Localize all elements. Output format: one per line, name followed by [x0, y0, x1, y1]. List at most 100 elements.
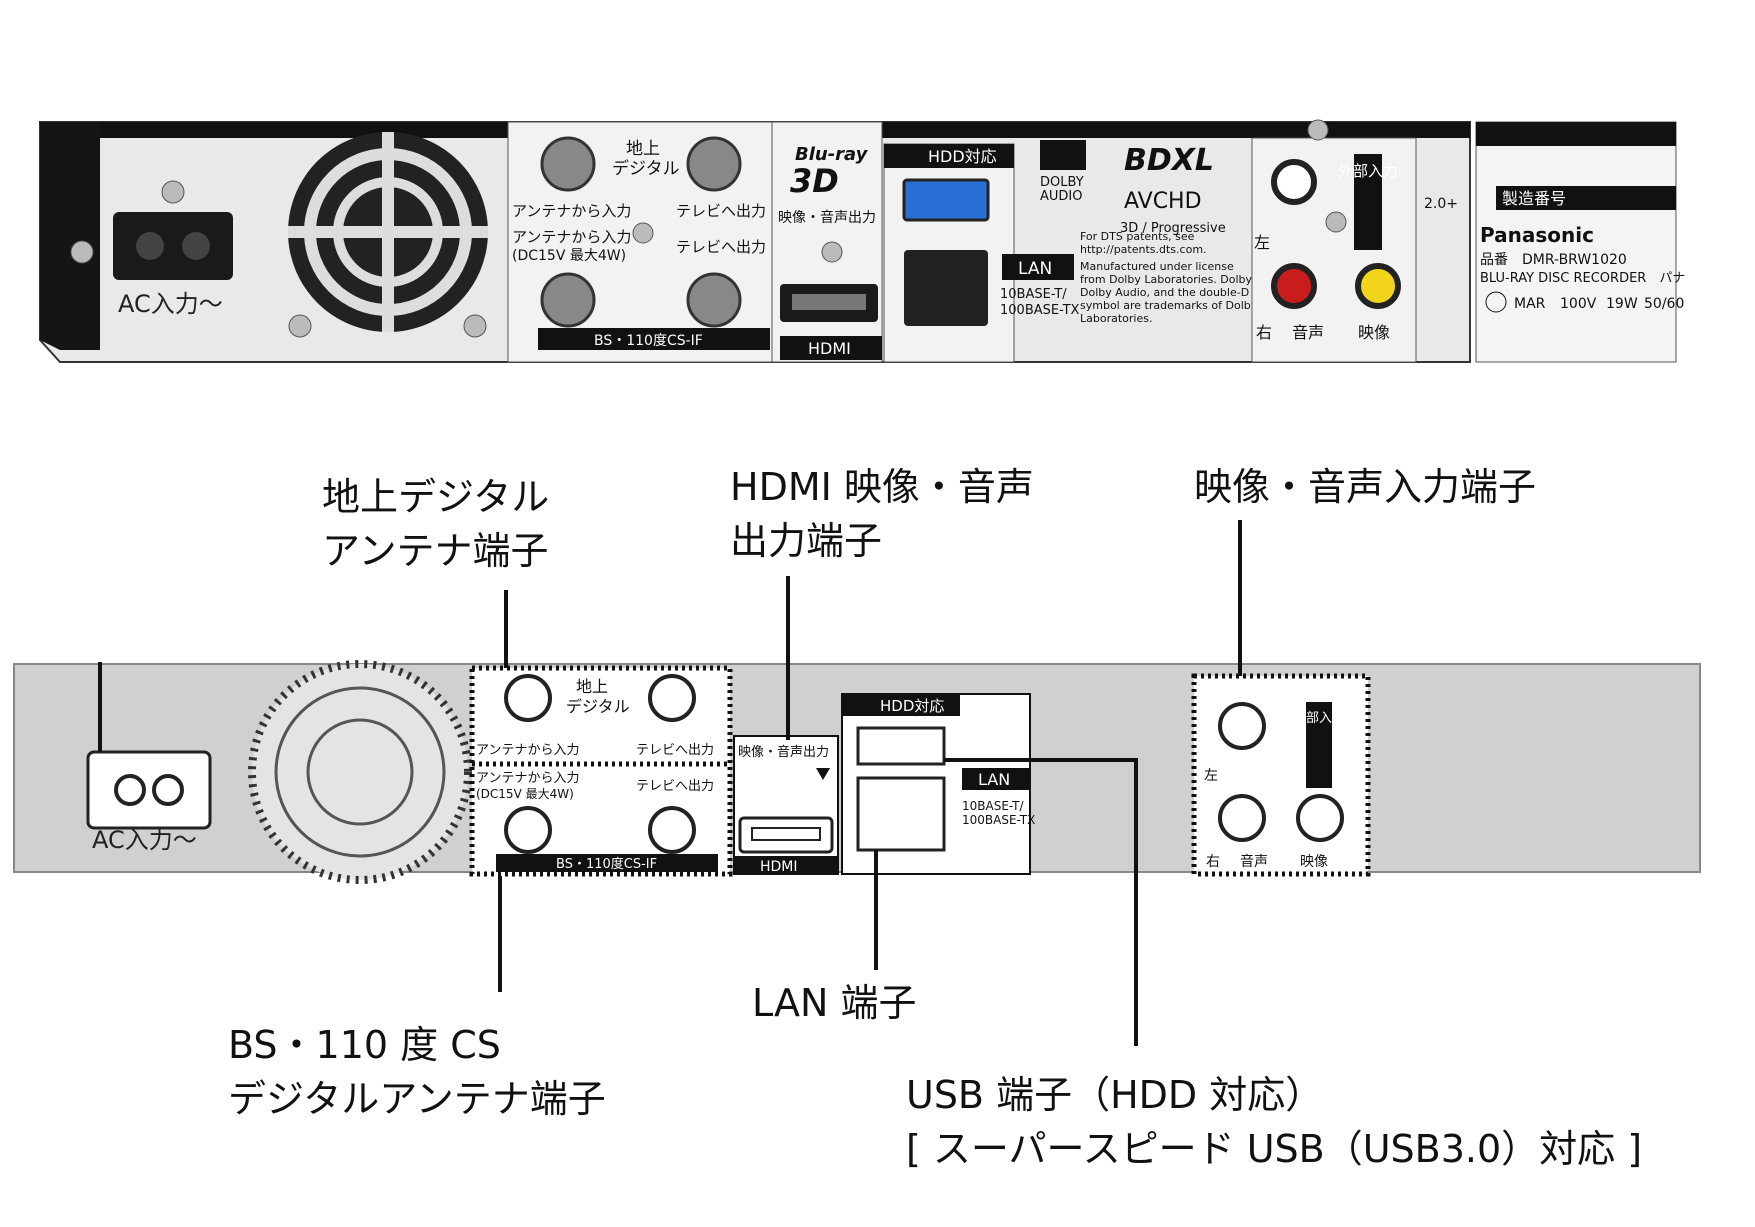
right-label: 右 [1256, 323, 1272, 342]
model-number: 品番 DMR-BRW1020 [1480, 252, 1627, 268]
bs-in-port [540, 272, 596, 328]
lan-spec-2: 100BASE-TX [1000, 303, 1080, 318]
bs-label: BS・110度CS-IF [594, 333, 703, 349]
terrestrial-in-port [540, 136, 596, 192]
rating-label [1475, 121, 1677, 363]
pse-mark-icon [1485, 291, 1507, 313]
callout-hdmi: HDMI 映像・音声 出力端子 [730, 460, 1034, 568]
rear-panel-diagram: AC入力〜 地上 デジタル アンテナから入力 テレビへ出力 アンテナから入力 (… [13, 660, 1701, 884]
diagram-terrestrial-label-2: デジタル [566, 697, 630, 716]
diagram-ac-inlet [86, 750, 212, 830]
diagram-hdd-label: HDD対応 [880, 697, 944, 715]
diagram-left-label: 左 [1204, 768, 1218, 784]
dts-note: For DTS patents, see [1080, 230, 1195, 243]
diagram-terrestrial-label: 地上 [576, 677, 608, 696]
diagram-bs-in [504, 806, 552, 854]
rear-panel-photo: AC入力〜 地上 デジタル アンテナから入力 テレビへ出力 アンテナから入力 (… [39, 119, 1685, 363]
fan-grille [288, 132, 488, 332]
diagram-audio-left-jack [1218, 702, 1266, 750]
arrow-down-icon [816, 768, 830, 780]
bs-antenna-in-label: アンテナから入力 [512, 228, 631, 246]
rating-voltage: 100V [1560, 296, 1597, 312]
screw-icon [632, 222, 654, 244]
av-out-label: 映像・音声出力 [778, 209, 876, 226]
screw-icon [288, 314, 312, 338]
diagram-lan-spec-1: 10BASE-T/ [962, 799, 1024, 813]
audio-label: 音声 [1292, 323, 1324, 342]
audio-left-jack [1271, 159, 1317, 205]
diagram-video-label: 映像 [1300, 854, 1328, 870]
dts-note: from Dolby Laboratories. Dolby, [1080, 273, 1256, 286]
terrestrial-label: 地上 [626, 139, 660, 159]
diagram-hdmi-label: HDMI [760, 859, 798, 875]
dts-note: Dolby Audio, and the double-D [1080, 286, 1249, 299]
dolby-audio-text: AUDIO [1040, 189, 1083, 204]
screw-icon [821, 241, 843, 263]
screw-icon [1307, 119, 1329, 141]
diagram-bs-power: (DC15V 最大4W) [476, 787, 574, 801]
hdd-label: HDD対応 [928, 147, 997, 166]
terrestrial-out-port [686, 136, 742, 192]
diagram-bs-label: BS・110度CS-IF [556, 856, 657, 872]
bs-out-port [686, 272, 742, 328]
dts-note: http://patents.dts.com. [1080, 243, 1207, 256]
diagram-bs-tv-out: テレビへ出力 [636, 779, 714, 794]
diagram-ac-label: AC入力〜 [92, 826, 197, 854]
callout-terrestrial-line1: 地上デジタル [322, 475, 550, 519]
audio-right-jack [1271, 263, 1317, 309]
dolby-text: DOLBY [1040, 175, 1084, 190]
diagram-right-label: 右 [1206, 854, 1220, 870]
video-jack [1355, 263, 1401, 309]
ac-inlet [113, 212, 233, 280]
callout-av-in: 映像・音声入力端子 [1194, 460, 1536, 514]
bluray-3d-logo: 3D [790, 162, 839, 200]
screw-icon [161, 180, 185, 204]
dts-note: Laboratories. [1080, 312, 1152, 325]
callout-bs: BS・110 度 CS デジタルアンテナ端子 [228, 1018, 606, 1126]
callout-hdmi-line2: 出力端子 [730, 519, 883, 563]
callout-av-in-line1: 映像・音声入力端子 [1194, 465, 1537, 509]
avchd-logo: AVCHD [1124, 189, 1202, 214]
diagram-ext-in: 外部入力 [1293, 711, 1345, 726]
callout-hdmi-line1: HDMI 映像・音声 [730, 465, 1034, 509]
dts-note: symbol are trademarks of Dolby [1080, 299, 1258, 312]
bs-power-label: (DC15V 最大4W) [512, 248, 626, 264]
dts-note: Manufactured under license [1080, 260, 1234, 273]
antenna-in-label: アンテナから入力 [512, 202, 631, 220]
callout-lan: LAN 端子 [752, 976, 917, 1030]
diagram-lan-label: LAN [978, 770, 1010, 789]
video-label: 映像 [1358, 323, 1390, 342]
callout-terrestrial: 地上デジタル アンテナ端子 [322, 470, 549, 578]
hdmi-label: HDMI [808, 339, 851, 358]
lan-label: LAN [1018, 259, 1052, 279]
diagram-bs-antenna-in: アンテナから入力 [476, 771, 579, 786]
rating-freq: 50/60 [1644, 296, 1684, 312]
callout-usb: USB 端子（HDD 対応） [ スーパースピード USB（USB3.0）対応 … [906, 1068, 1642, 1176]
diagram-antenna-in: アンテナから入力 [476, 743, 579, 758]
diagram-av-in-panel [1191, 673, 1371, 877]
diagram-lan-port [856, 776, 946, 852]
screw-icon [70, 240, 94, 264]
screw-icon [463, 314, 487, 338]
diagram-tv-out: テレビへ出力 [636, 743, 714, 758]
left-label: 左 [1254, 233, 1270, 252]
callout-usb-line2: [ スーパースピード USB（USB3.0）対応 ] [906, 1127, 1643, 1171]
brand-name: Panasonic [1480, 223, 1594, 247]
progressive-text: 3D / Progressive [1120, 221, 1226, 236]
callout-lan-line1: LAN 端子 [752, 981, 917, 1025]
diagram-av-out: 映像・音声出力 [738, 744, 829, 760]
diagram-audio-right-jack [1218, 794, 1266, 842]
usb-port [902, 178, 990, 222]
tv-out-label: テレビへ出力 [676, 202, 766, 220]
bdxl-logo: BDXL [1124, 143, 1214, 178]
product-name: BLU-RAY DISC RECORDER パナ [1480, 271, 1685, 286]
dolby-logo [1040, 140, 1086, 170]
ac-label: AC入力〜 [118, 290, 223, 318]
diagram-bs-out [648, 806, 696, 854]
rating-watt: 19W [1606, 296, 1638, 312]
diagram-video-jack [1296, 794, 1344, 842]
callout-usb-line1: USB 端子（HDD 対応） [906, 1073, 1324, 1117]
left-dark-cap [40, 122, 100, 350]
callout-bs-line2: デジタルアンテナ端子 [228, 1077, 606, 1121]
bluray-logo: Blu-ray [795, 144, 869, 165]
